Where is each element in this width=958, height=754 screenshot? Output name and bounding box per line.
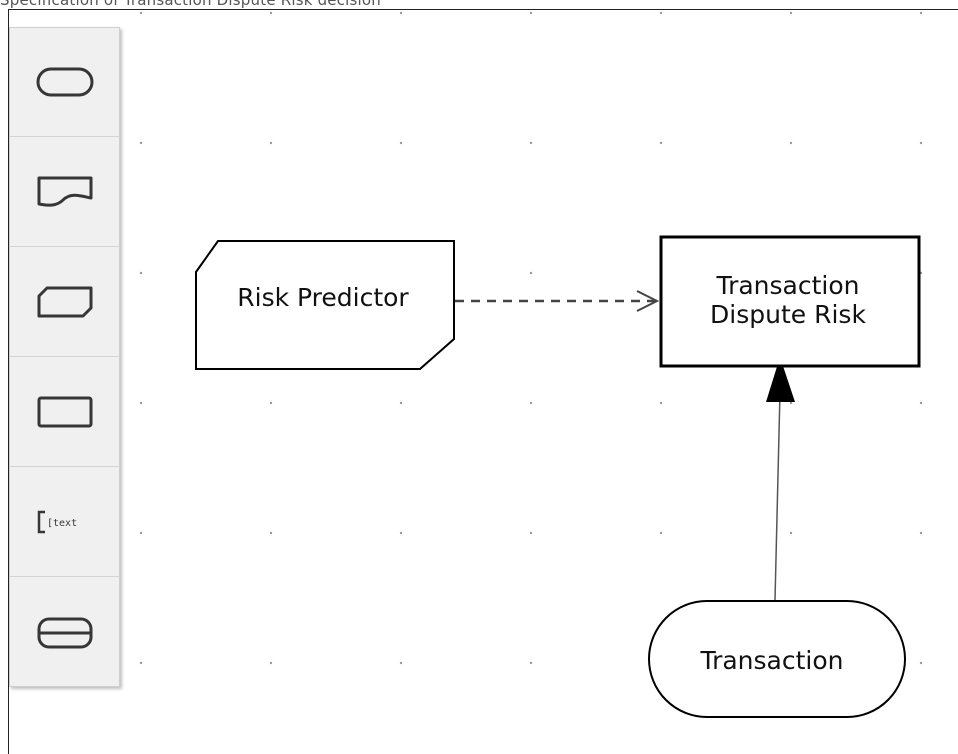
grid-dot: [399, 661, 403, 665]
bkm-icon: [37, 396, 92, 428]
grid-dot: [919, 531, 923, 535]
grid-dot: [919, 401, 923, 405]
transaction-dispute-risk-node[interactable]: Transaction Dispute Risk: [659, 235, 921, 368]
input-data-icon: [37, 176, 92, 207]
annotation-icon: [text: [37, 510, 77, 534]
grid-dot: [269, 661, 273, 665]
grid-dot: [139, 11, 143, 15]
grid-dot: [399, 141, 403, 145]
grid-dot: [659, 531, 663, 535]
grid-dot: [399, 11, 403, 15]
grid-dot: [269, 141, 273, 145]
decision-label-line2: Dispute Risk: [710, 300, 866, 329]
palette-bkm-shape[interactable]: [10, 358, 119, 467]
grid-dot: [529, 401, 533, 405]
grid-dot: [789, 401, 793, 405]
palette-decision-shape[interactable]: [10, 28, 119, 137]
grid-dot: [269, 531, 273, 535]
information-requirement-edge[interactable]: [766, 357, 795, 601]
grid-dot: [789, 531, 793, 535]
top-caption: Specification of Transaction Dispute Ris…: [0, 0, 382, 9]
palette-input-data-shape[interactable]: [10, 138, 119, 247]
grid-dot: [659, 401, 663, 405]
grid-dot: [399, 401, 403, 405]
grid-dot: [139, 531, 143, 535]
grid-dot: [659, 141, 663, 145]
grid-dot: [529, 271, 533, 275]
grid-dot: [919, 141, 923, 145]
grid-dot: [919, 661, 923, 665]
transaction-label: Transaction: [699, 646, 843, 675]
rounded-rectangle-icon: [36, 67, 93, 97]
grid-dot: [269, 11, 273, 15]
grid-dot: [789, 141, 793, 145]
grid-dot: [529, 661, 533, 665]
grid-dot: [919, 11, 923, 15]
knowledge-requirement-edge[interactable]: [455, 290, 660, 312]
risk-predictor-node[interactable]: Risk Predictor: [195, 240, 455, 370]
grid-dot: [399, 531, 403, 535]
grid-dot: [139, 141, 143, 145]
grid-dots: [139, 11, 923, 665]
knowledge-source-icon: [37, 286, 92, 318]
grid-dot: [529, 11, 533, 15]
palette-decision-service-shape[interactable]: [10, 578, 119, 687]
grid-dot: [139, 271, 143, 275]
decision-label-line1: Transaction: [715, 271, 859, 300]
grid-dot: [139, 401, 143, 405]
grid-dot: [789, 11, 793, 15]
grid-dot: [269, 401, 273, 405]
palette-text-annotation-shape[interactable]: [text: [10, 468, 119, 577]
risk-predictor-label: Risk Predictor: [237, 283, 409, 312]
canvas-frame: [8, 9, 958, 754]
palette-knowledge-source-shape[interactable]: [10, 248, 119, 357]
grid-dot: [529, 141, 533, 145]
grid-dot: [529, 531, 533, 535]
shape-palette: [text: [9, 27, 120, 687]
decision-service-icon: [37, 617, 92, 648]
transaction-node[interactable]: Transaction: [648, 600, 906, 718]
grid-dot: [659, 11, 663, 15]
grid-dot: [139, 661, 143, 665]
annotation-icon-text: [text: [47, 518, 77, 529]
